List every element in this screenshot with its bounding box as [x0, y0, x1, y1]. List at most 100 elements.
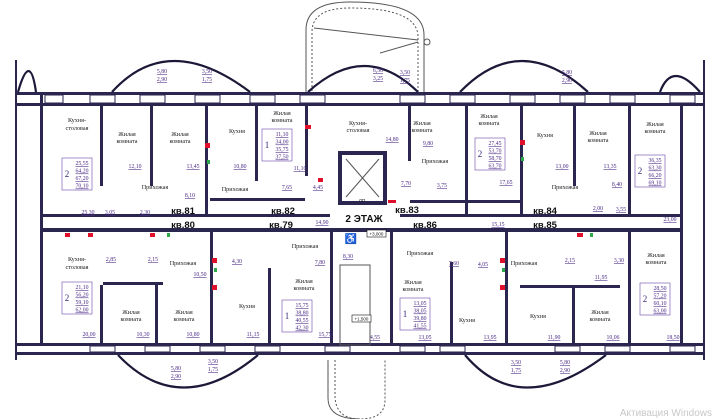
- apartment-label-79: кв.79: [269, 220, 293, 231]
- svg-text:Прихожая: Прихожая: [422, 158, 449, 165]
- svg-text:11,95: 11,95: [595, 275, 608, 281]
- svg-text:Прихожая: Прихожая: [222, 186, 249, 193]
- svg-text:1,75: 1,75: [400, 78, 410, 84]
- svg-text:Прихожая: Прихожая: [170, 260, 197, 267]
- balcony-arcs: [16, 59, 701, 389]
- svg-text:2,15: 2,15: [565, 258, 575, 264]
- svg-text:Жилая: Жилая: [480, 113, 498, 120]
- accessibility-icon: ♿: [345, 232, 357, 245]
- svg-text:13,35: 13,35: [603, 164, 616, 170]
- summary-area: 62,00: [75, 308, 88, 314]
- summary-area: 63,70: [488, 164, 501, 170]
- svg-text:4,05: 4,05: [478, 262, 488, 268]
- svg-text:8,10: 8,10: [185, 193, 195, 199]
- svg-text:2,15: 2,15: [148, 257, 158, 263]
- svg-text:11,90: 11,90: [548, 335, 561, 341]
- svg-text:10,80: 10,80: [233, 164, 246, 170]
- summary-area: 38,80: [295, 311, 308, 317]
- svg-text:11,10: 11,10: [294, 166, 307, 172]
- svg-text:13,95: 13,95: [483, 335, 496, 341]
- svg-text:3,75: 3,75: [437, 183, 447, 189]
- svg-text:3,50: 3,50: [511, 360, 521, 366]
- svg-text:3,55: 3,55: [616, 207, 626, 213]
- bottom-stair-outline: [327, 360, 386, 419]
- valve-markers: [167, 157, 593, 272]
- svg-text:Кухня: Кухня: [239, 303, 255, 310]
- svg-text:комната: комната: [120, 316, 141, 323]
- svg-text:комната: комната: [293, 285, 314, 292]
- svg-text:Жилая: Жилая: [404, 279, 422, 286]
- watermark: Активация Windows: [619, 408, 712, 419]
- svg-text:6,50: 6,50: [373, 68, 383, 74]
- svg-text:25,30: 25,30: [81, 210, 94, 216]
- svg-text:5,80: 5,80: [560, 360, 570, 366]
- summary-area: 59,10: [75, 300, 88, 306]
- svg-text:Жилая: Жилая: [171, 131, 189, 138]
- room-count: 2: [65, 169, 70, 179]
- summary-area: 70,10: [75, 184, 88, 190]
- summary-area: 35,75: [275, 147, 288, 153]
- apartment-label-85: кв.85: [533, 220, 558, 231]
- svg-text:2,85: 2,85: [106, 257, 116, 263]
- room-count: 2: [478, 149, 483, 159]
- room-count: 2: [65, 293, 70, 303]
- balcony-areas: 5,802,90 3,501,75 6,503,25 3,501,75 5,80…: [157, 68, 572, 380]
- svg-text:комната: комната: [644, 128, 665, 135]
- svg-text:комната: комната: [411, 127, 432, 134]
- top-stair-outline: [305, 1, 431, 95]
- svg-text:3,25: 3,25: [373, 76, 383, 82]
- elevation-upper: +3,000: [370, 232, 384, 237]
- svg-text:15,75: 15,75: [318, 332, 331, 338]
- summary-area: 64,20: [75, 169, 88, 175]
- svg-text:9,80: 9,80: [423, 141, 433, 147]
- summary-box: [399, 297, 431, 331]
- svg-text:Жилая: Жилая: [589, 130, 607, 137]
- svg-text:Кухня-: Кухня-: [68, 256, 86, 263]
- apartment-label-81: кв.81: [171, 206, 196, 217]
- svg-text:Жилая: Жилая: [295, 278, 313, 285]
- svg-text:комната: комната: [645, 259, 666, 266]
- svg-text:комната: комната: [587, 137, 608, 144]
- summary-box: [474, 137, 506, 171]
- svg-text:комната: комната: [169, 138, 190, 145]
- apartment-label-84: кв.84: [533, 206, 558, 217]
- summary-area: 53,70: [488, 149, 501, 155]
- summary-area: 13,05: [413, 301, 426, 307]
- summary-area: 42,30: [295, 326, 308, 332]
- summary-area: 15,75: [295, 303, 308, 309]
- svg-text:10,80: 10,80: [186, 332, 199, 338]
- summary-area: 60,10: [653, 301, 666, 307]
- svg-text:7,80: 7,80: [315, 260, 325, 266]
- svg-text:7,65: 7,65: [282, 185, 292, 191]
- summary-area: 63,30: [648, 166, 661, 172]
- svg-text:11,15: 11,15: [247, 332, 260, 338]
- lift-label: ЛП: [359, 198, 365, 203]
- svg-text:столовая: столовая: [66, 125, 89, 132]
- svg-text:5,80: 5,80: [562, 70, 572, 76]
- summary-area: 39,80: [413, 316, 426, 322]
- svg-text:17,65: 17,65: [499, 180, 512, 186]
- svg-text:18,50: 18,50: [666, 335, 679, 341]
- svg-text:столовая: столовая: [66, 264, 89, 271]
- svg-text:3,30: 3,30: [614, 258, 624, 264]
- svg-text:5,80: 5,80: [171, 366, 181, 372]
- summary-area: 36,35: [648, 158, 661, 164]
- svg-text:8,40: 8,40: [612, 182, 622, 188]
- svg-text:7,70: 7,70: [401, 181, 411, 187]
- summary-area: 58,70: [488, 156, 501, 162]
- summary-area: 21,10: [75, 285, 88, 291]
- summary-area: 11,10: [276, 132, 289, 138]
- svg-text:Кухня: Кухня: [530, 313, 546, 320]
- svg-text:2,90: 2,90: [171, 374, 181, 380]
- svg-text:комната: комната: [402, 286, 423, 293]
- svg-text:1,75: 1,75: [511, 368, 521, 374]
- summary-area: 66,20: [648, 173, 661, 179]
- svg-text:Кухня: Кухня: [537, 132, 553, 139]
- summary-area: 57,20: [653, 294, 666, 300]
- summary-box: [61, 157, 93, 191]
- windows: [44, 94, 696, 353]
